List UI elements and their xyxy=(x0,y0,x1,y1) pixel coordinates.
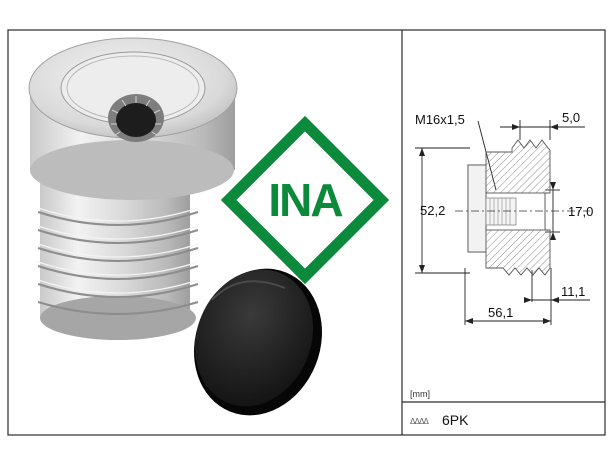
technical-drawing: M16x1,5 5,0 52,2 17,0 56,1 11,1 xyxy=(415,110,593,325)
unit-label: [mm] xyxy=(410,389,430,399)
pulley-grooves xyxy=(37,211,199,315)
dim-length-total: 56,1 xyxy=(488,305,513,320)
dim-thread: M16x1,5 xyxy=(415,112,465,127)
belt-profile-icon: ΔΔΔΔ xyxy=(410,417,429,426)
pulley-photo xyxy=(28,37,238,340)
dim-diameter-inner: 17,0 xyxy=(568,204,593,219)
belt-type-label: 6PK xyxy=(442,412,469,428)
pulley-section xyxy=(455,139,590,276)
dim-length-small: 11,1 xyxy=(561,284,585,299)
svg-text:INA: INA xyxy=(268,174,342,226)
black-cap xyxy=(194,268,322,416)
dim-diameter-outer: 52,2 xyxy=(420,203,445,218)
outer-border xyxy=(7,29,606,436)
ina-logo: INA xyxy=(220,115,390,285)
dim-width-top: 5,0 xyxy=(562,110,580,125)
